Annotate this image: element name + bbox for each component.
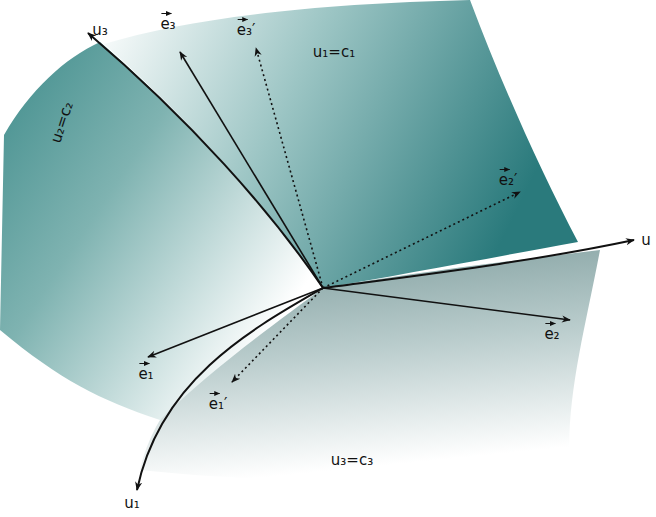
vector-label: e₁	[138, 367, 153, 382]
axis-curve	[137, 288, 323, 490]
axis-label: u₃=c₃	[331, 453, 373, 468]
vector-arrow	[238, 19, 248, 20]
dotted-vector	[256, 48, 323, 288]
axis-curve	[323, 240, 634, 288]
axis-label: u₂=c₂	[48, 100, 75, 145]
unit-vector	[148, 288, 323, 357]
axis-label: u₁=c₁	[313, 45, 355, 60]
axis-curve	[88, 33, 323, 288]
vector-label: e₃	[160, 17, 175, 32]
vector-arrow	[210, 393, 220, 394]
vector-label: e₃′	[237, 23, 256, 38]
unit-vector	[323, 288, 570, 320]
vector-arrow	[139, 363, 149, 364]
axis-label: u	[641, 233, 651, 248]
vector-arrow	[161, 13, 171, 14]
vector-arrow	[545, 323, 555, 324]
vector-arrow	[500, 169, 510, 170]
vector-label: e₁′	[209, 397, 228, 412]
vector-label: e₂	[544, 327, 559, 342]
dotted-vector	[323, 192, 520, 288]
dotted-vector	[232, 288, 323, 382]
axis-label: u₃	[92, 23, 108, 38]
surface-u1	[104, 0, 578, 288]
vector-label: e₂′	[499, 173, 518, 188]
unit-vector	[180, 52, 323, 288]
axis-label: u₁	[124, 496, 140, 511]
